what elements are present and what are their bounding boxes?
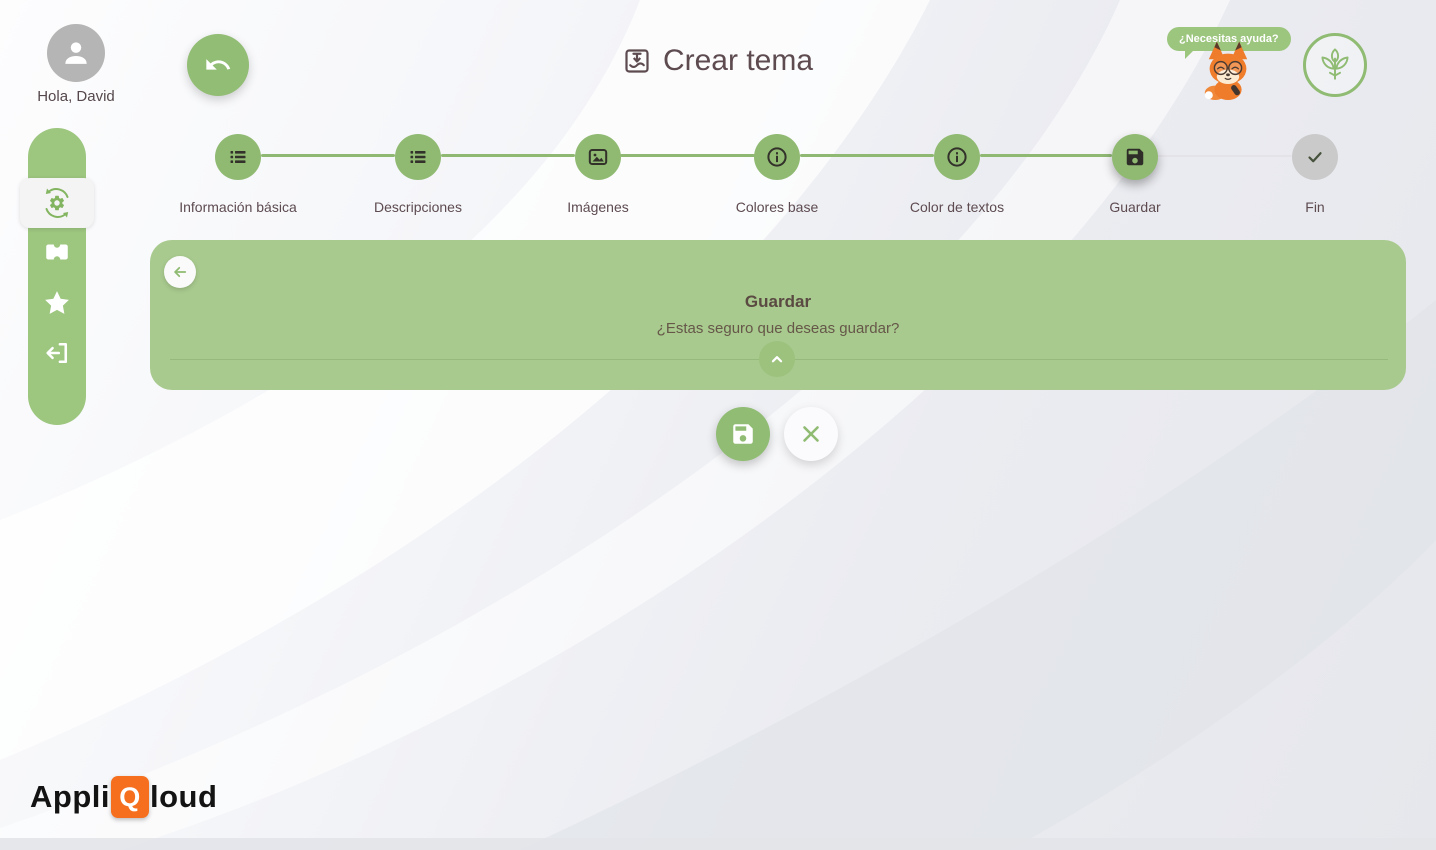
step-label: Colores base	[735, 199, 819, 215]
settings-sync-icon	[45, 188, 69, 218]
list-icon	[410, 151, 426, 163]
step-guardar: Guardar	[1045, 134, 1225, 215]
sidebar	[28, 128, 86, 425]
step-descripciones: Descripciones	[328, 134, 508, 215]
close-icon	[803, 426, 819, 442]
stepper-connector-pending	[1158, 155, 1292, 157]
star-icon	[45, 291, 69, 314]
panel-question: ¿Estas seguro que deseas guardar?	[656, 320, 900, 337]
panel-back-button[interactable]	[164, 256, 196, 288]
avatar[interactable]	[47, 24, 105, 82]
greeting-text: Hola, David	[37, 88, 115, 105]
step-label: Color de textos	[909, 199, 1005, 215]
appliqloud-logo: Appli Q loud	[30, 776, 217, 818]
step-label: Descripciones	[374, 199, 462, 215]
step-fin: Fin	[1225, 134, 1405, 215]
step-label: Información básica	[179, 199, 297, 215]
step-circle-6[interactable]	[1112, 134, 1158, 180]
sidebar-item-logout[interactable]	[28, 331, 86, 375]
list-icon	[230, 151, 246, 163]
step-label: Guardar	[1109, 199, 1161, 215]
save-icon	[733, 424, 753, 444]
step-label: Imágenes	[567, 199, 629, 215]
step-circle-1[interactable]	[215, 134, 261, 180]
plant-logo-icon	[1321, 48, 1349, 80]
brand-q-block: Q	[111, 776, 149, 818]
step-circle-2[interactable]	[395, 134, 441, 180]
back-button[interactable]	[187, 34, 249, 96]
collapse-button[interactable]	[759, 341, 795, 377]
brand-logo-button[interactable]	[1303, 33, 1367, 97]
step-label: Fin	[1305, 199, 1325, 215]
cancel-button[interactable]	[784, 407, 838, 461]
page-title-text: Crear tema	[662, 44, 814, 77]
save-box-icon	[625, 49, 649, 73]
confirm-panel: Guardar ¿Estas seguro que deseas guardar…	[150, 240, 1406, 390]
arrow-left-icon	[174, 266, 187, 278]
step-informacion-basica: Información básica	[148, 134, 328, 215]
image-icon	[588, 149, 608, 165]
brand-suffix: loud	[150, 779, 218, 814]
info-icon	[767, 147, 787, 167]
step-colores-base: Colores base	[687, 134, 867, 215]
step-circle-5[interactable]	[934, 134, 980, 180]
sidebar-item-favorites[interactable]	[28, 281, 86, 325]
step-circle-7[interactable]	[1292, 134, 1338, 180]
step-color-de-textos: Color de textos	[867, 134, 1047, 215]
save-icon	[1126, 148, 1144, 166]
step-circle-3[interactable]	[575, 134, 621, 180]
check-icon	[1308, 152, 1322, 163]
page-title: Crear tema	[0, 44, 1436, 78]
help-bubble[interactable]: ¿Necesitas ayuda?	[1167, 27, 1291, 59]
logout-icon	[46, 342, 68, 364]
sidebar-item-tickets[interactable]	[28, 230, 86, 274]
step-imagenes: Imágenes	[508, 134, 688, 215]
stepper-connector	[620, 154, 755, 157]
ticket-icon	[46, 244, 68, 260]
sidebar-item-settings[interactable]	[20, 178, 94, 228]
info-icon	[947, 147, 967, 167]
undo-icon	[206, 59, 231, 70]
brand-prefix: Appli	[30, 779, 110, 814]
step-circle-4[interactable]	[754, 134, 800, 180]
stepper-connector	[800, 154, 934, 157]
save-button[interactable]	[716, 407, 770, 461]
person-icon	[65, 42, 87, 64]
panel-title: Guardar	[744, 292, 812, 311]
stepper-connector	[261, 154, 395, 157]
stepper-connector	[980, 154, 1112, 157]
fox-mascot-icon[interactable]	[1186, 40, 1270, 117]
chevron-up-icon	[771, 356, 783, 363]
stepper-connector	[441, 154, 575, 157]
user-profile: Hola, David	[16, 24, 136, 105]
